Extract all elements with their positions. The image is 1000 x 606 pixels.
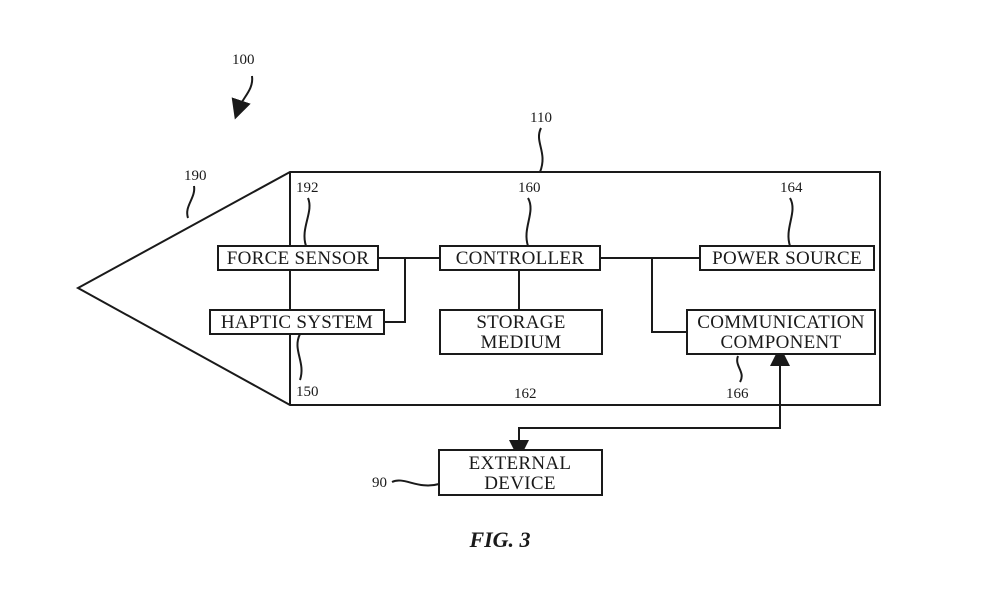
force-sensor-label: FORCE SENSOR bbox=[227, 248, 369, 269]
ref-166: 166 bbox=[726, 386, 749, 402]
ref-166-leader bbox=[736, 355, 743, 383]
ref-100-leader-arrow bbox=[231, 75, 254, 120]
ref-192: 192 bbox=[296, 180, 319, 196]
ref-190: 190 bbox=[184, 168, 207, 184]
communication-component-block: COMMUNICATION COMPONENT bbox=[686, 309, 876, 355]
ref-150: 150 bbox=[296, 384, 319, 400]
storage-medium-label-line1: STORAGE bbox=[476, 312, 565, 333]
connector-controller-communication bbox=[651, 258, 687, 333]
ref-160: 160 bbox=[518, 180, 541, 196]
controller-label: CONTROLLER bbox=[456, 248, 585, 269]
storage-medium-label-line2: MEDIUM bbox=[481, 332, 562, 353]
power-source-block: POWER SOURCE bbox=[699, 245, 875, 271]
controller-block: CONTROLLER bbox=[439, 245, 601, 271]
power-source-label: POWER SOURCE bbox=[712, 248, 862, 269]
haptic-system-block: HAPTIC SYSTEM bbox=[209, 309, 385, 335]
ref-164-leader bbox=[787, 197, 794, 247]
connector-communication-external bbox=[509, 346, 790, 460]
ref-90: 90 bbox=[372, 475, 387, 491]
ref-190-leader bbox=[186, 185, 196, 219]
haptic-system-label: HAPTIC SYSTEM bbox=[221, 312, 373, 333]
ref-162: 162 bbox=[514, 386, 537, 402]
ref-160-leader bbox=[525, 197, 532, 247]
figure-caption: FIG. 3 bbox=[468, 527, 530, 552]
connector-haptic-bus bbox=[384, 258, 406, 323]
ref-150-leader bbox=[296, 333, 303, 381]
housing-outline bbox=[75, 171, 881, 406]
external-device-label-line2: DEVICE bbox=[484, 473, 555, 494]
force-sensor-block: FORCE SENSOR bbox=[217, 245, 379, 271]
external-device-label-line1: EXTERNAL bbox=[469, 453, 572, 474]
ref-90-leader bbox=[391, 479, 440, 487]
ref-100: 100 bbox=[232, 52, 255, 68]
ref-164: 164 bbox=[780, 180, 803, 196]
ref-192-leader bbox=[303, 197, 311, 247]
storage-medium-block: STORAGE MEDIUM bbox=[439, 309, 603, 355]
ref-110: 110 bbox=[530, 110, 552, 126]
external-device-block: EXTERNAL DEVICE bbox=[438, 449, 603, 496]
communication-label-line1: COMMUNICATION bbox=[697, 312, 865, 333]
communication-label-line2: COMPONENT bbox=[721, 332, 842, 353]
ref-110-leader bbox=[538, 127, 544, 173]
